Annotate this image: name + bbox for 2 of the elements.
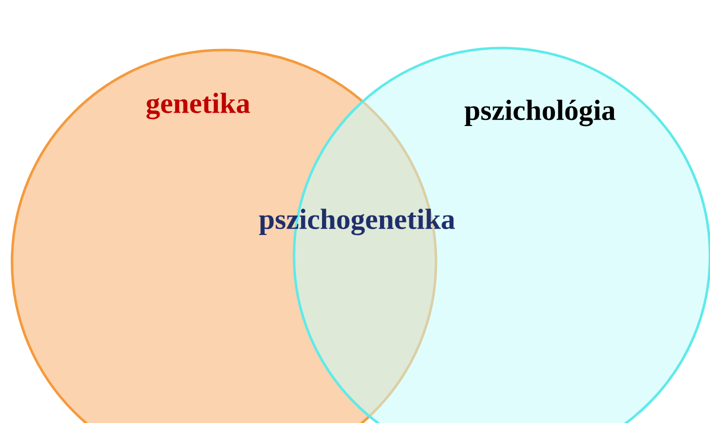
circle-label: pszichológia <box>464 100 616 126</box>
circle-label: genetika <box>146 92 250 120</box>
